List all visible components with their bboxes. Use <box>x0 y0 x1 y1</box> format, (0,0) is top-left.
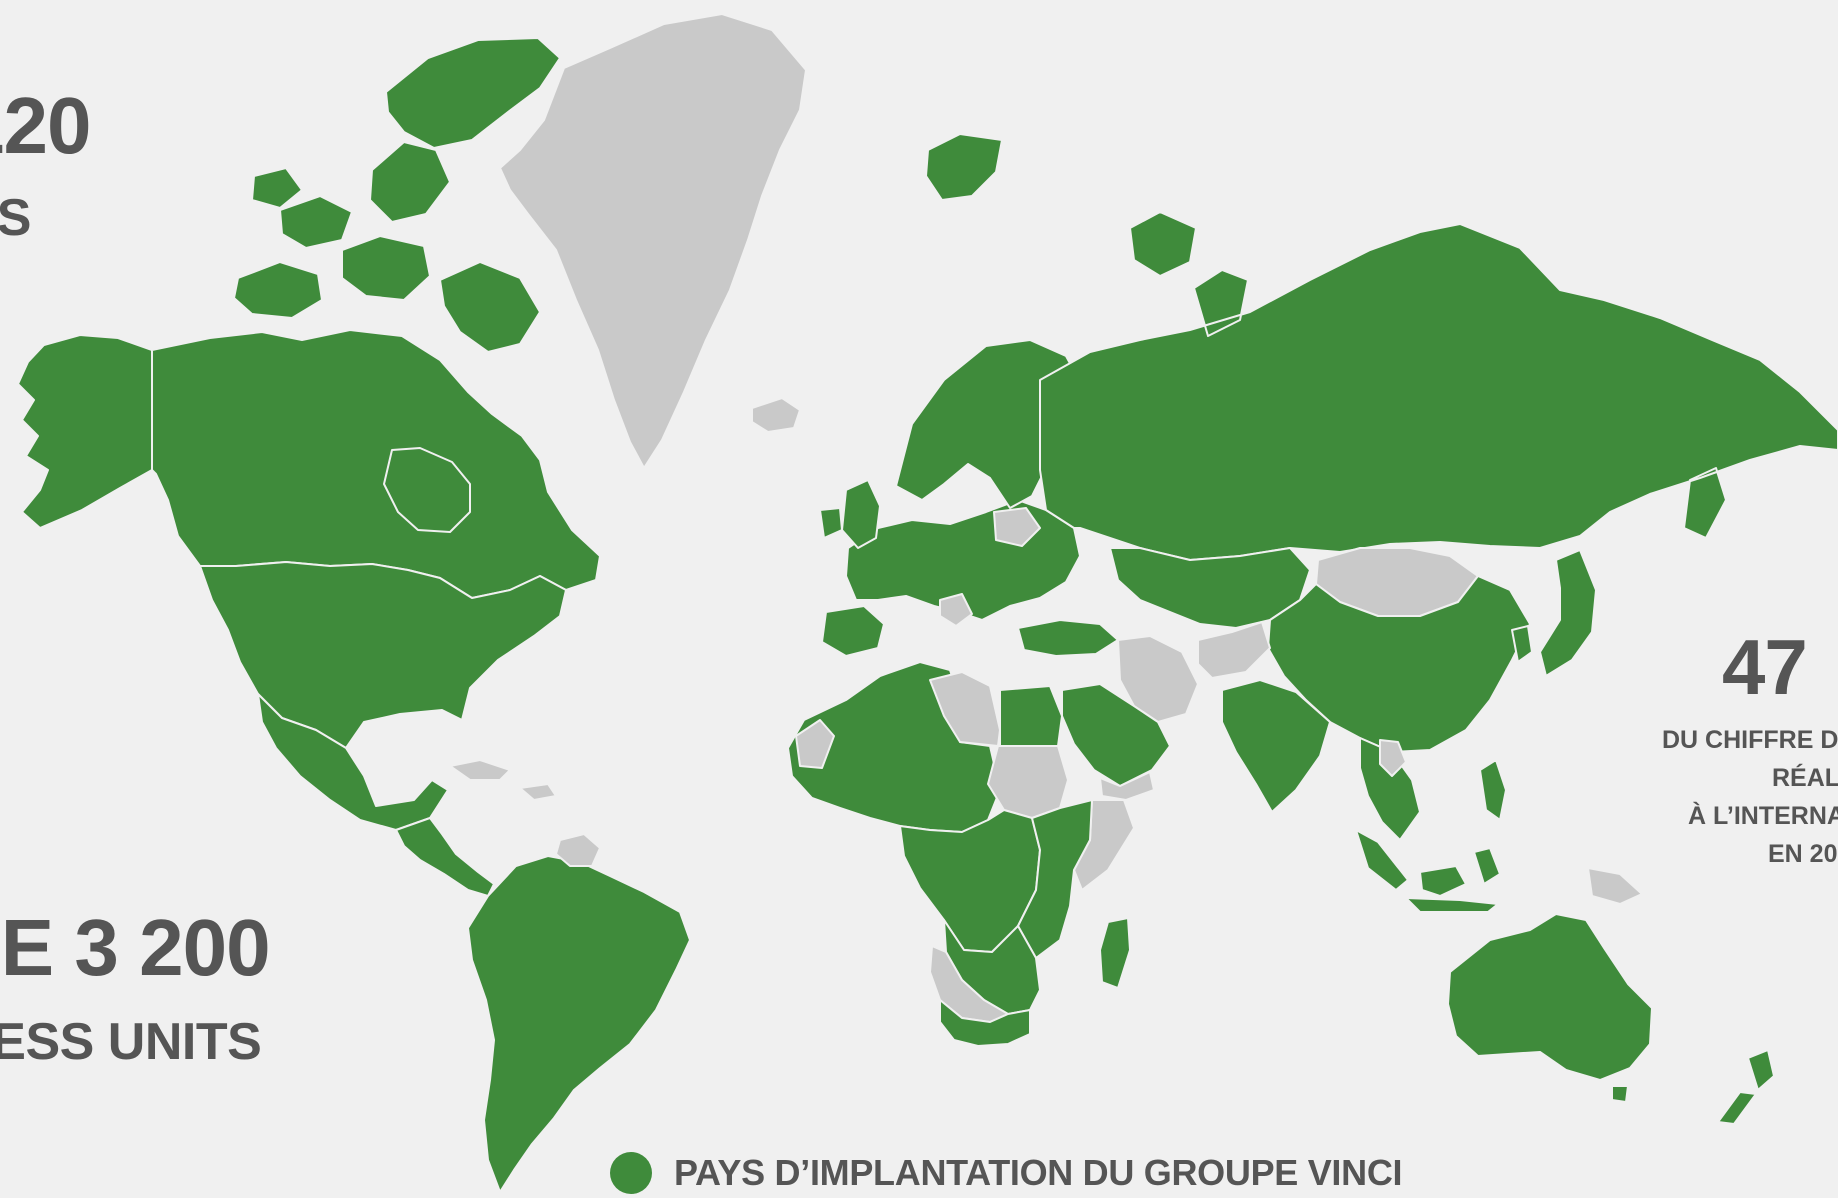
united-states <box>199 561 567 749</box>
legend-marker <box>610 1152 652 1194</box>
countries-value: 120 <box>0 81 91 170</box>
papua-new-guinea <box>1587 867 1643 905</box>
countries-label: PAYS <box>0 189 31 247</box>
south-africa <box>939 999 1031 1047</box>
guyanas <box>555 833 601 867</box>
iceland <box>751 397 801 433</box>
turkey <box>1017 619 1119 657</box>
canadian-arctic-archipelago <box>233 37 561 353</box>
tasmania <box>1611 1085 1629 1103</box>
madagascar <box>1099 917 1131 989</box>
central-america <box>395 817 495 897</box>
intl-line-1: DU CHIFFRE D'AFFAIRES <box>1662 726 1838 754</box>
intl-line-4: EN 20 <box>1768 840 1838 868</box>
laos <box>1379 739 1407 777</box>
legend-label: PAYS D’IMPLANTATION DU GROUPE VINCI <box>674 1152 1403 1193</box>
united-kingdom-ireland <box>819 479 881 549</box>
afghanistan <box>1197 621 1271 679</box>
australia <box>1447 913 1653 1081</box>
sudan <box>987 745 1069 819</box>
south-america <box>467 855 691 1193</box>
indonesia <box>1355 829 1501 913</box>
alaska <box>17 334 153 529</box>
new-zealand <box>1717 1049 1775 1125</box>
greenland <box>499 13 807 469</box>
east-africa <box>1017 799 1093 959</box>
mexico <box>257 693 449 831</box>
egypt <box>999 685 1063 747</box>
map-legend: PAYS D’IMPLANTATION DU GROUPE VINCI <box>610 1152 1403 1194</box>
western-sahara <box>795 719 835 769</box>
intl-line-2: RÉALISÉ <box>1772 764 1838 792</box>
yemen <box>1099 771 1155 801</box>
intl-value: 47 <box>1722 623 1808 711</box>
svalbard <box>925 133 1003 201</box>
korea-japan <box>1511 549 1597 677</box>
russia <box>1039 211 1838 561</box>
india <box>1221 679 1331 813</box>
intl-line-3: À L’INTERNATIONAL <box>1688 802 1838 830</box>
iran <box>1117 635 1199 723</box>
philippines <box>1479 759 1507 821</box>
arabian-peninsula <box>1061 683 1171 787</box>
units-value: DE 3 200 <box>0 903 271 992</box>
balkans <box>939 593 973 627</box>
caribbean <box>449 759 557 801</box>
canada <box>151 329 601 599</box>
belarus <box>993 507 1041 547</box>
units-label: BUSINESS UNITS <box>0 1013 262 1071</box>
